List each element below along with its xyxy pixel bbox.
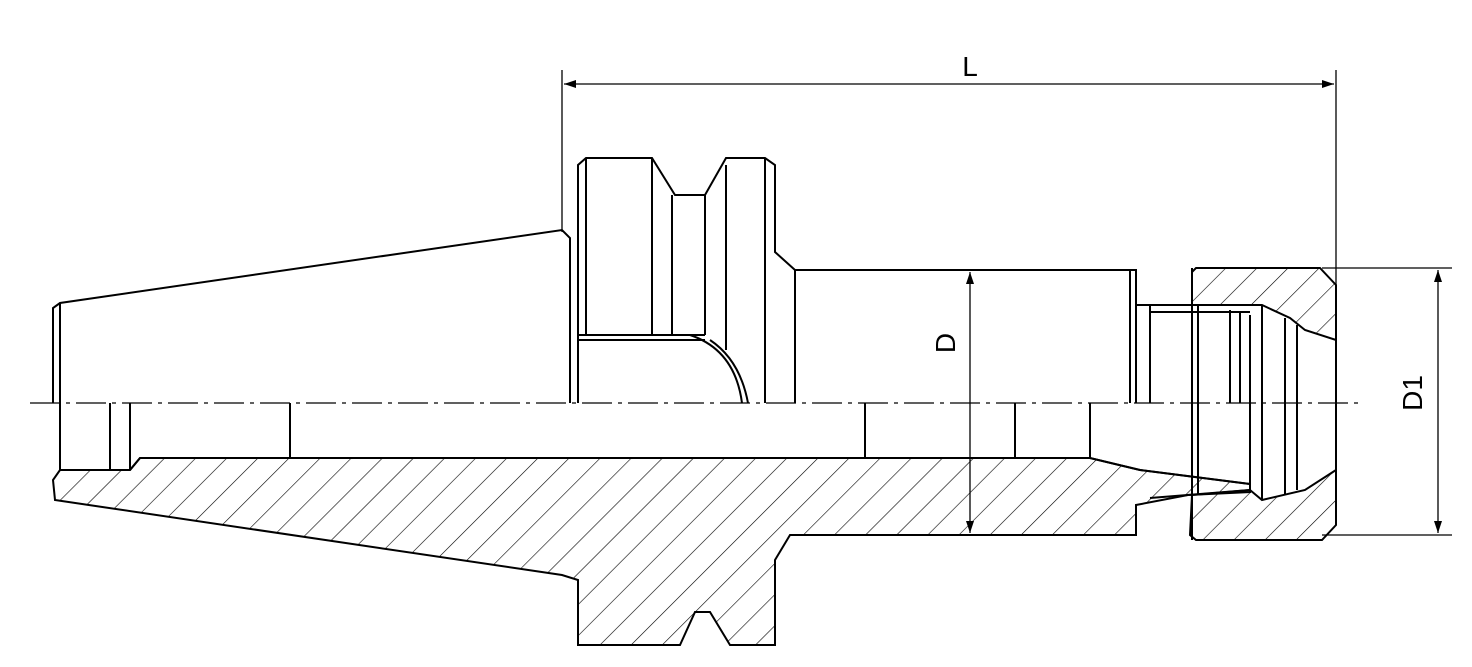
nut-upper-hatch <box>1191 267 1337 342</box>
lower-section-hatch <box>51 457 1251 646</box>
nut-diameter-label: D1 <box>1397 375 1428 411</box>
dimension-length <box>561 70 1337 285</box>
length-label: L <box>962 51 978 82</box>
dimension-nut-diameter <box>1322 267 1452 536</box>
lower-bore-outline <box>59 403 1251 485</box>
shank-diameter-label: D <box>930 333 961 353</box>
upper-half-outline <box>52 157 1337 540</box>
